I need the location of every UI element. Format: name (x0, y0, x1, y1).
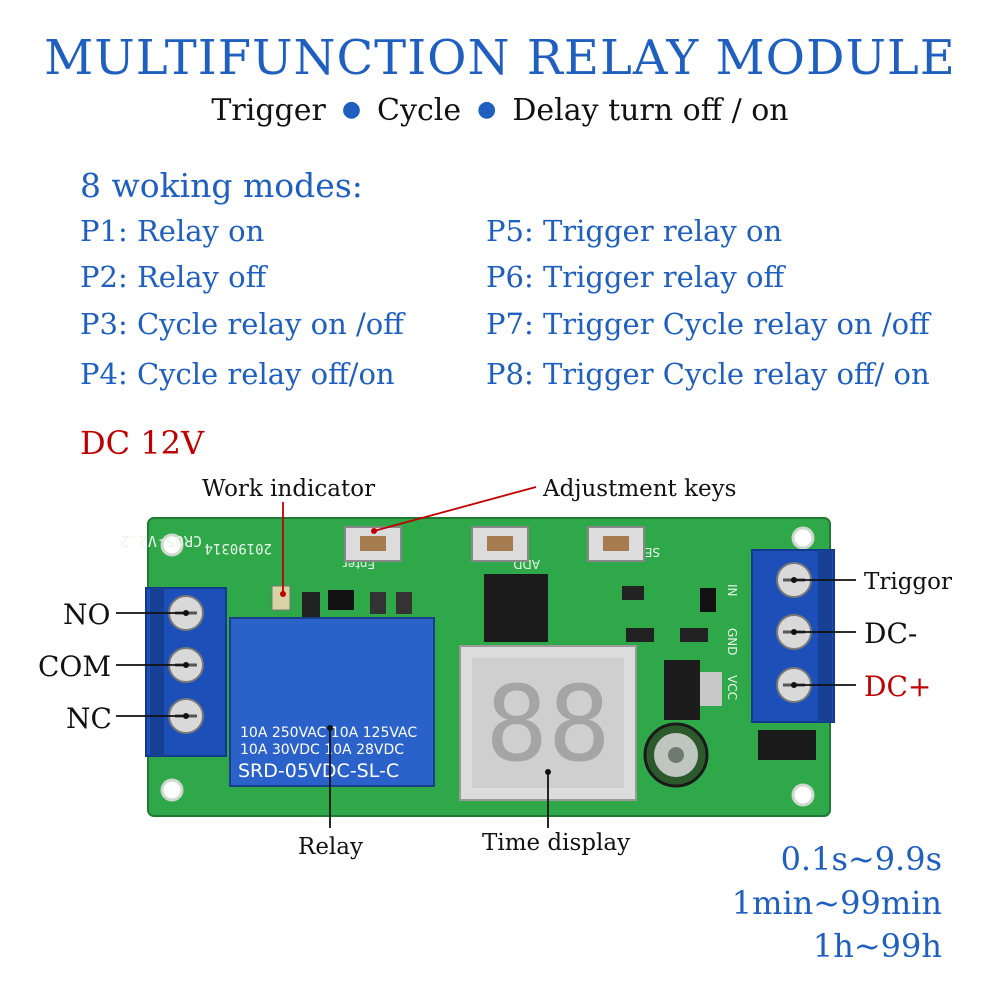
mode-p6: P6: Trigger relay off (486, 260, 785, 294)
dc-plus-label: DC+ (864, 670, 932, 703)
microcontroller-chip (484, 574, 548, 642)
time-display-label: Time display (482, 830, 631, 856)
board-date-label: 20190314 (205, 540, 272, 556)
smd-component (302, 592, 320, 618)
mode-p8: P8: Trigger Cycle relay off/ on (486, 357, 930, 391)
range-minutes: 1min~99min (731, 884, 942, 922)
power-rating: DC 12V (80, 424, 205, 462)
diode (700, 588, 716, 612)
mounting-hole (791, 526, 815, 550)
voltage-regulator (664, 660, 700, 720)
no-label: NO (63, 598, 111, 631)
page-title: MULTIFUNCTION RELAY MODULE (44, 30, 956, 86)
work-indicator-label: Work indicator (202, 476, 376, 502)
nc-label: NC (66, 702, 112, 735)
pin-gnd-label: GND (725, 628, 739, 656)
subtitle-delay: Delay turn off / on (512, 93, 789, 128)
subtitle-trigger: Trigger (211, 93, 326, 128)
work-indicator-led (271, 585, 291, 611)
dc-minus-label: DC- (864, 617, 918, 650)
bullet-icon: ● (477, 97, 497, 122)
mounting-hole (791, 783, 815, 807)
smd-component (626, 628, 654, 642)
smd-component (680, 628, 708, 642)
regulator-tab (700, 672, 722, 706)
range-seconds: 0.1s~9.9s (780, 840, 942, 878)
adjustment-keys-label: Adjustment keys (543, 476, 737, 502)
relay: 10A 250VAC 10A 125VAC 10A 30VDC 10A 28VD… (229, 617, 435, 787)
mode-p3: P3: Cycle relay on /off (80, 307, 404, 341)
smd-component (396, 592, 412, 614)
set-key[interactable] (587, 526, 645, 562)
display-digits: 88 (485, 663, 610, 785)
smd-component (370, 592, 386, 614)
callout-lines (116, 486, 856, 828)
relay-label: Relay (298, 834, 363, 860)
pin-in-label: IN (725, 584, 739, 597)
mode-p1: P1: Relay on (80, 214, 265, 248)
protection-diode (758, 730, 816, 760)
bullet-icon: ● (341, 97, 362, 122)
modes-heading: 8 woking modes: (80, 166, 363, 205)
com-label: COM (38, 650, 112, 683)
time-display: 88 (459, 645, 637, 801)
adjustment-keys-leader (373, 486, 537, 532)
relay-model-label: SRD-05VDC-SL-C (238, 760, 399, 782)
mode-p2: P2: Relay off (80, 260, 267, 294)
pin-vcc-label: VCC (725, 675, 739, 700)
trigger-label: Triggor (864, 569, 952, 595)
subtitle: Trigger ● Cycle ● Delay turn off / on (0, 93, 1000, 128)
relay-rating-line-1: 10A 250VAC 10A 125VAC (240, 725, 417, 741)
add-key[interactable] (471, 526, 529, 562)
relay-rating-line-2: 10A 30VDC 10A 28VDC (240, 742, 404, 758)
mode-p5: P5: Trigger relay on (486, 214, 783, 248)
mode-p7: P7: Trigger Cycle relay on /off (486, 307, 930, 341)
mounting-hole (160, 778, 184, 802)
capacitor (643, 722, 709, 788)
subtitle-cycle: Cycle (377, 93, 462, 128)
smd-component (622, 586, 644, 600)
transistor (328, 590, 354, 610)
mode-p4: P4: Cycle relay off/on (80, 357, 395, 391)
right-terminal-block (751, 549, 835, 723)
mounting-hole (160, 533, 184, 557)
board-model-label: CR05-V2.2 (121, 532, 202, 550)
range-hours: 1h~99h (812, 927, 942, 965)
